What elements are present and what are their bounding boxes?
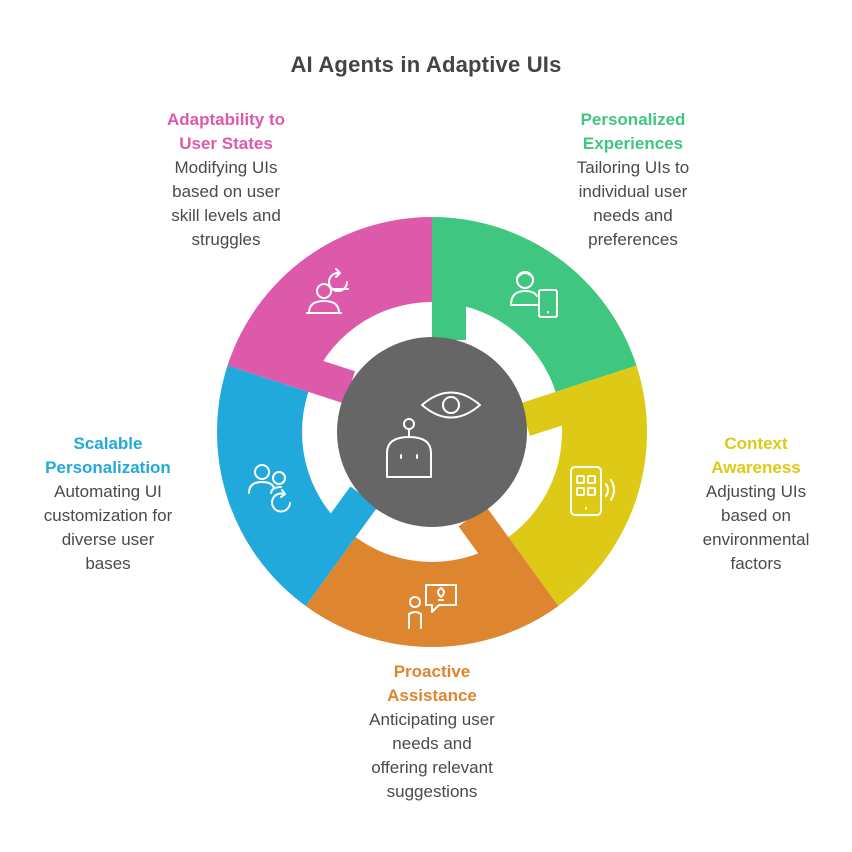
segment-heading: Scalable Personalization [45,434,171,477]
segment-scalable [216,365,356,606]
phone-signal-icon [570,466,615,516]
segment-connector-adaptability [306,358,356,404]
users-refresh-icon [248,464,291,513]
segment-proactive [305,537,559,648]
segment-description: Anticipating user needs and offering rel… [369,710,495,801]
segment-heading: Context Awareness [711,434,801,477]
segment-description: Adjusting UIs based on environmental fac… [702,482,810,573]
diagram-title: AI Agents in Adaptive UIs [290,52,562,77]
person-tablet-icon [510,271,558,318]
segment-context [508,365,648,606]
segment-connector-personalized [432,300,466,340]
center-hub [337,337,527,527]
segment-label-proactive: Proactive Assistance Anticipating user n… [342,660,522,804]
person-lightbulb-icon [408,584,457,629]
segment-connector-scalable [326,486,378,539]
segment-description: Automating UI customization for diverse … [43,482,173,573]
segment-heading: Adaptability to User States [166,110,286,153]
segment-label-context: Context Awareness Adjusting UIs based on… [676,432,836,576]
segment-description: Tailoring UIs to individual user needs a… [576,158,690,249]
segment-label-scalable: Scalable Personalization Automating UI c… [18,432,198,576]
eye-icon [421,391,481,419]
segment-heading: Proactive Assistance [387,662,477,705]
segment-description: Modifying UIs based on user skill levels… [171,158,281,249]
segment-connector-proactive [458,506,510,559]
segment-heading: Personalized Experiences [580,110,686,153]
segment-label-personalized: Personalized Experiences Tailoring UIs t… [553,108,713,252]
user-progress-icon [306,268,349,314]
robot-icon [386,418,432,478]
segment-connector-context [519,391,569,436]
segment-label-adaptability: Adaptability to User States Modifying UI… [146,108,306,252]
segment-adaptability [227,217,432,392]
